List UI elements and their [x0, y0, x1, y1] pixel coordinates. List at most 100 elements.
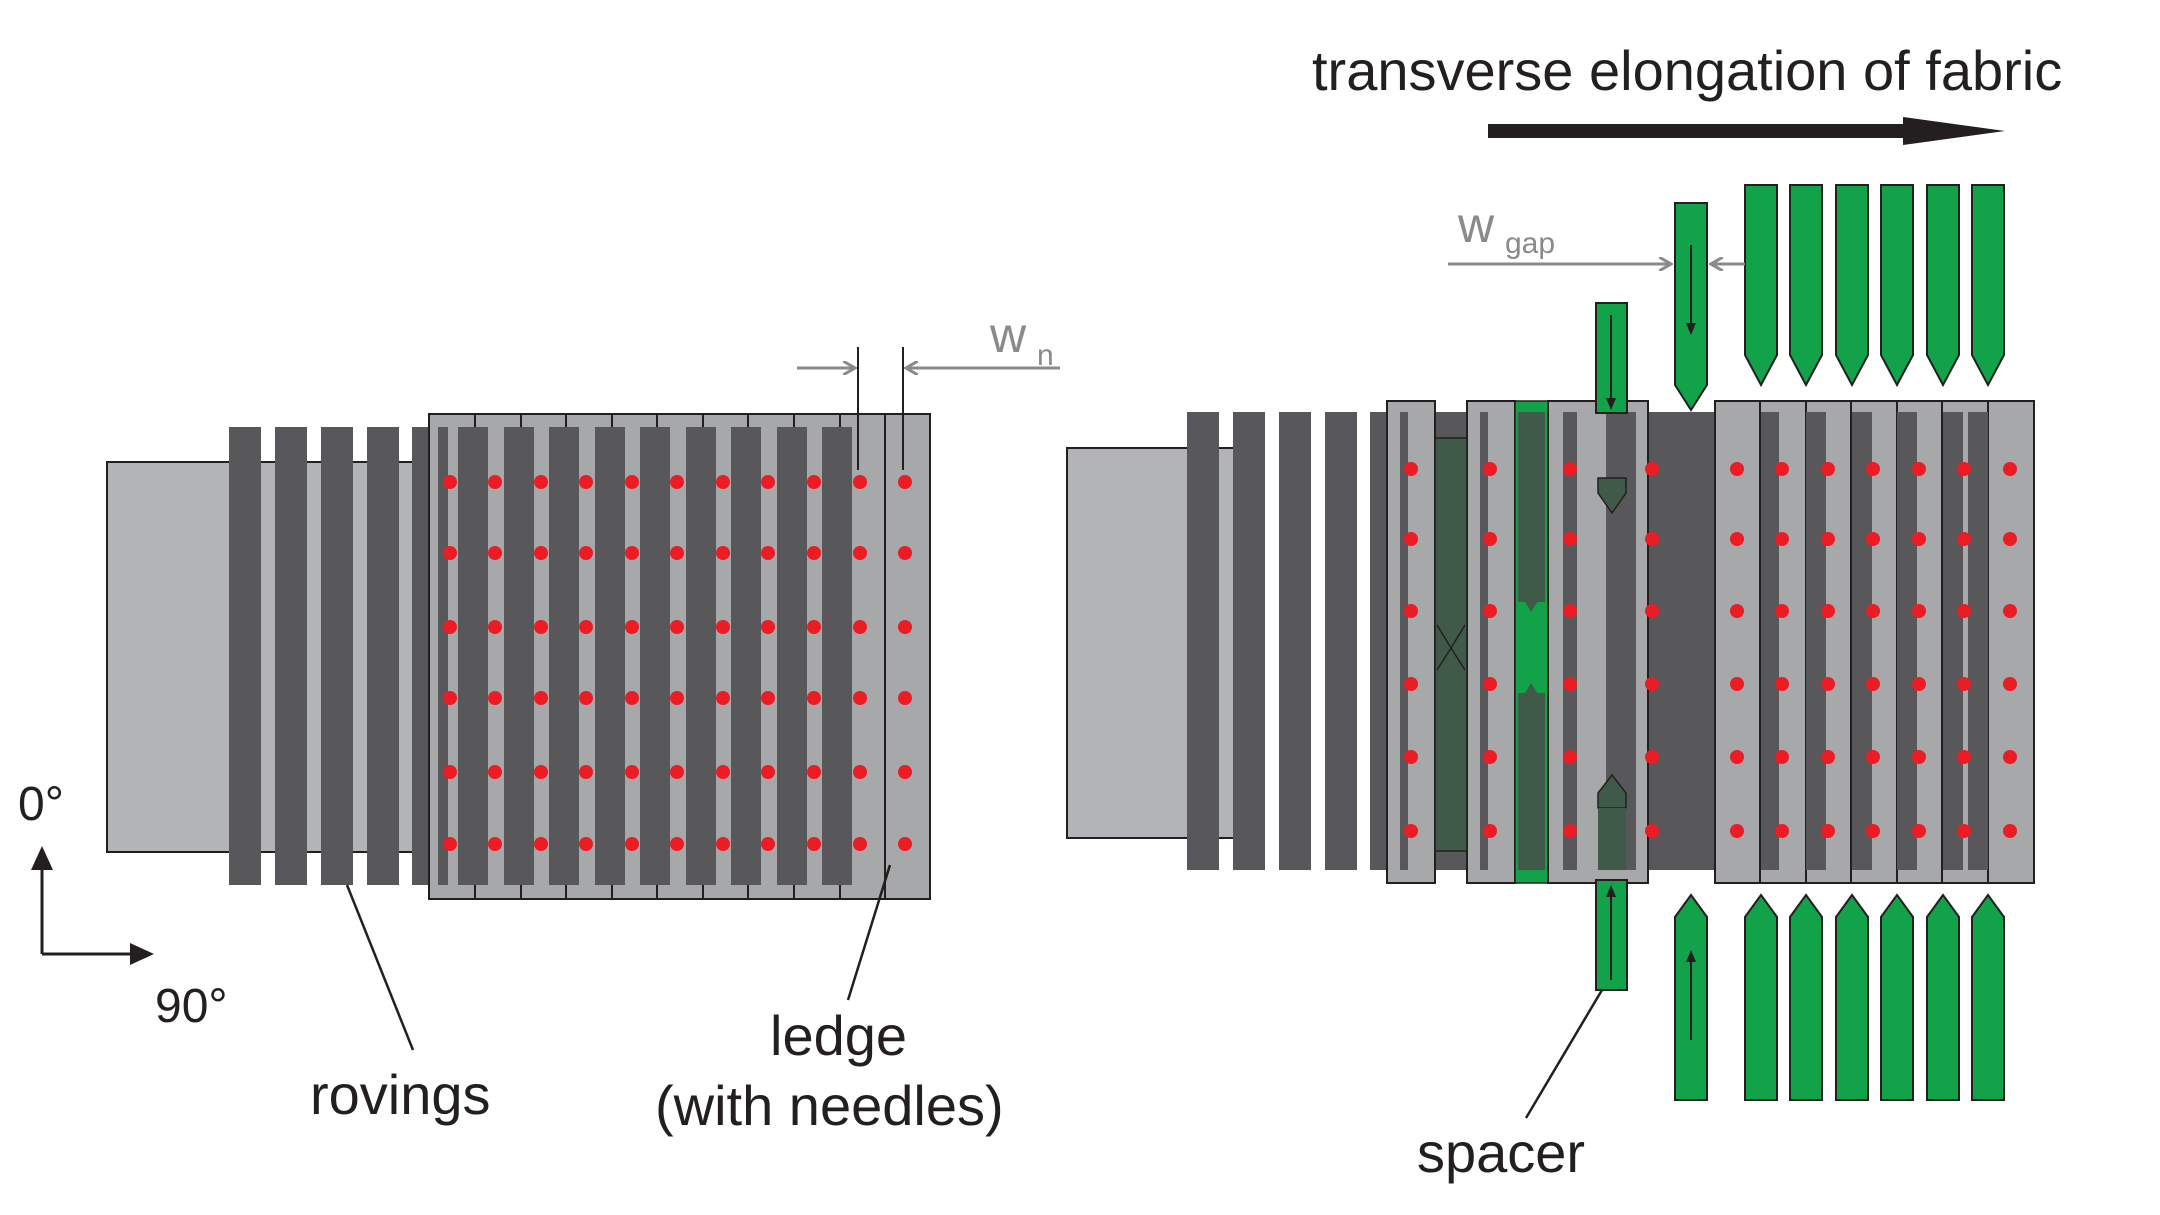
needle-dot	[1912, 462, 1926, 476]
needle-dot	[625, 837, 639, 851]
needle-dot	[2003, 824, 2017, 838]
needle-dot	[1483, 462, 1497, 476]
needle-dot	[1730, 750, 1744, 764]
needle-dot	[625, 620, 639, 634]
needle-dot	[807, 475, 821, 489]
needle-dot	[2003, 462, 2017, 476]
needle-dot	[1483, 604, 1497, 618]
w-gap-subscript: gap	[1505, 227, 1555, 260]
needle-dot	[898, 765, 912, 779]
needle-dot	[625, 475, 639, 489]
needle-dot	[1821, 824, 1835, 838]
needle-dot	[1730, 462, 1744, 476]
ledge-label-sub: (with needles)	[655, 1074, 1004, 1137]
title-arrow-icon	[1488, 117, 2005, 145]
needle-dot	[1483, 750, 1497, 764]
needle-dot	[1775, 824, 1789, 838]
needle-dot	[579, 837, 593, 851]
needle-dot	[1821, 532, 1835, 546]
axis-0-label: 0°	[18, 778, 64, 831]
needle-dot	[443, 475, 457, 489]
right-panel: w gap spacer	[1066, 184, 2035, 1184]
needle-dot	[853, 837, 867, 851]
w-gap-label: w	[1457, 197, 1495, 253]
needle-dot	[534, 546, 548, 560]
w-n-label: w	[989, 307, 1027, 363]
needle-dot	[1730, 604, 1744, 618]
spacer-2	[1514, 400, 1549, 884]
needle-dot	[1645, 824, 1659, 838]
needle-dot	[807, 546, 821, 560]
needle-dot	[2003, 677, 2017, 691]
needle-dot	[1821, 462, 1835, 476]
needle-dot	[534, 475, 548, 489]
rovings-left-inner	[438, 427, 852, 885]
needle-dot	[853, 765, 867, 779]
needle-dot	[1563, 677, 1577, 691]
spacer-3	[1597, 477, 1627, 870]
needle-dot	[1957, 604, 1971, 618]
needle-dot	[1645, 604, 1659, 618]
needle-dot	[1866, 750, 1880, 764]
needle-dot	[1404, 824, 1418, 838]
needle-dot	[1775, 750, 1789, 764]
needle-dot	[625, 765, 639, 779]
needle-dot	[807, 620, 821, 634]
needle-dot	[1483, 824, 1497, 838]
w-n-subscript: n	[1037, 339, 1054, 372]
needle-dot	[670, 546, 684, 560]
needle-dot	[1563, 750, 1577, 764]
right-arrow-icon	[130, 943, 154, 965]
needle-dot	[488, 620, 502, 634]
needle-dot	[761, 475, 775, 489]
needle-dot	[853, 620, 867, 634]
needle-dot	[443, 620, 457, 634]
needle-dot	[1404, 677, 1418, 691]
needle-dot	[1912, 532, 1926, 546]
spacer-inserting-bottom	[1595, 879, 1628, 991]
spacer-tools-bottom	[1674, 893, 2005, 1101]
needle-dot	[716, 546, 730, 560]
rovings-right-outer	[1187, 412, 1390, 870]
needle-dot	[1645, 532, 1659, 546]
needle-dot	[1645, 462, 1659, 476]
needle-dot	[1912, 677, 1926, 691]
needle-dot	[761, 620, 775, 634]
needle-dot	[853, 475, 867, 489]
rovings-left-outer	[229, 427, 442, 885]
needles-left	[443, 475, 912, 851]
needles-right	[1404, 462, 2017, 838]
spacer-inserting-top	[1595, 302, 1628, 414]
needle-dot	[716, 837, 730, 851]
needle-dot	[716, 620, 730, 634]
needle-dot	[1563, 824, 1577, 838]
needle-dot	[625, 546, 639, 560]
needle-dot	[670, 837, 684, 851]
needle-dot	[761, 546, 775, 560]
needle-dot	[534, 837, 548, 851]
needle-dot	[1821, 677, 1835, 691]
needle-dot	[716, 765, 730, 779]
needle-dot	[1563, 462, 1577, 476]
needle-dot	[488, 691, 502, 705]
needle-dot	[579, 620, 593, 634]
needle-dot	[898, 691, 912, 705]
needle-dot	[1957, 824, 1971, 838]
needle-dot	[670, 691, 684, 705]
needle-dot	[1821, 750, 1835, 764]
needle-dot	[443, 765, 457, 779]
needle-dot	[1563, 532, 1577, 546]
needle-dot	[670, 765, 684, 779]
needle-dot	[1404, 604, 1418, 618]
needle-dot	[1775, 604, 1789, 618]
needle-dot	[625, 691, 639, 705]
rovings-label: rovings	[310, 1063, 491, 1126]
needle-dot	[1404, 462, 1418, 476]
needle-dot	[579, 691, 593, 705]
needle-dot	[1775, 462, 1789, 476]
needle-dot	[534, 691, 548, 705]
needle-dot	[853, 546, 867, 560]
needle-dot	[443, 837, 457, 851]
needle-dot	[443, 546, 457, 560]
